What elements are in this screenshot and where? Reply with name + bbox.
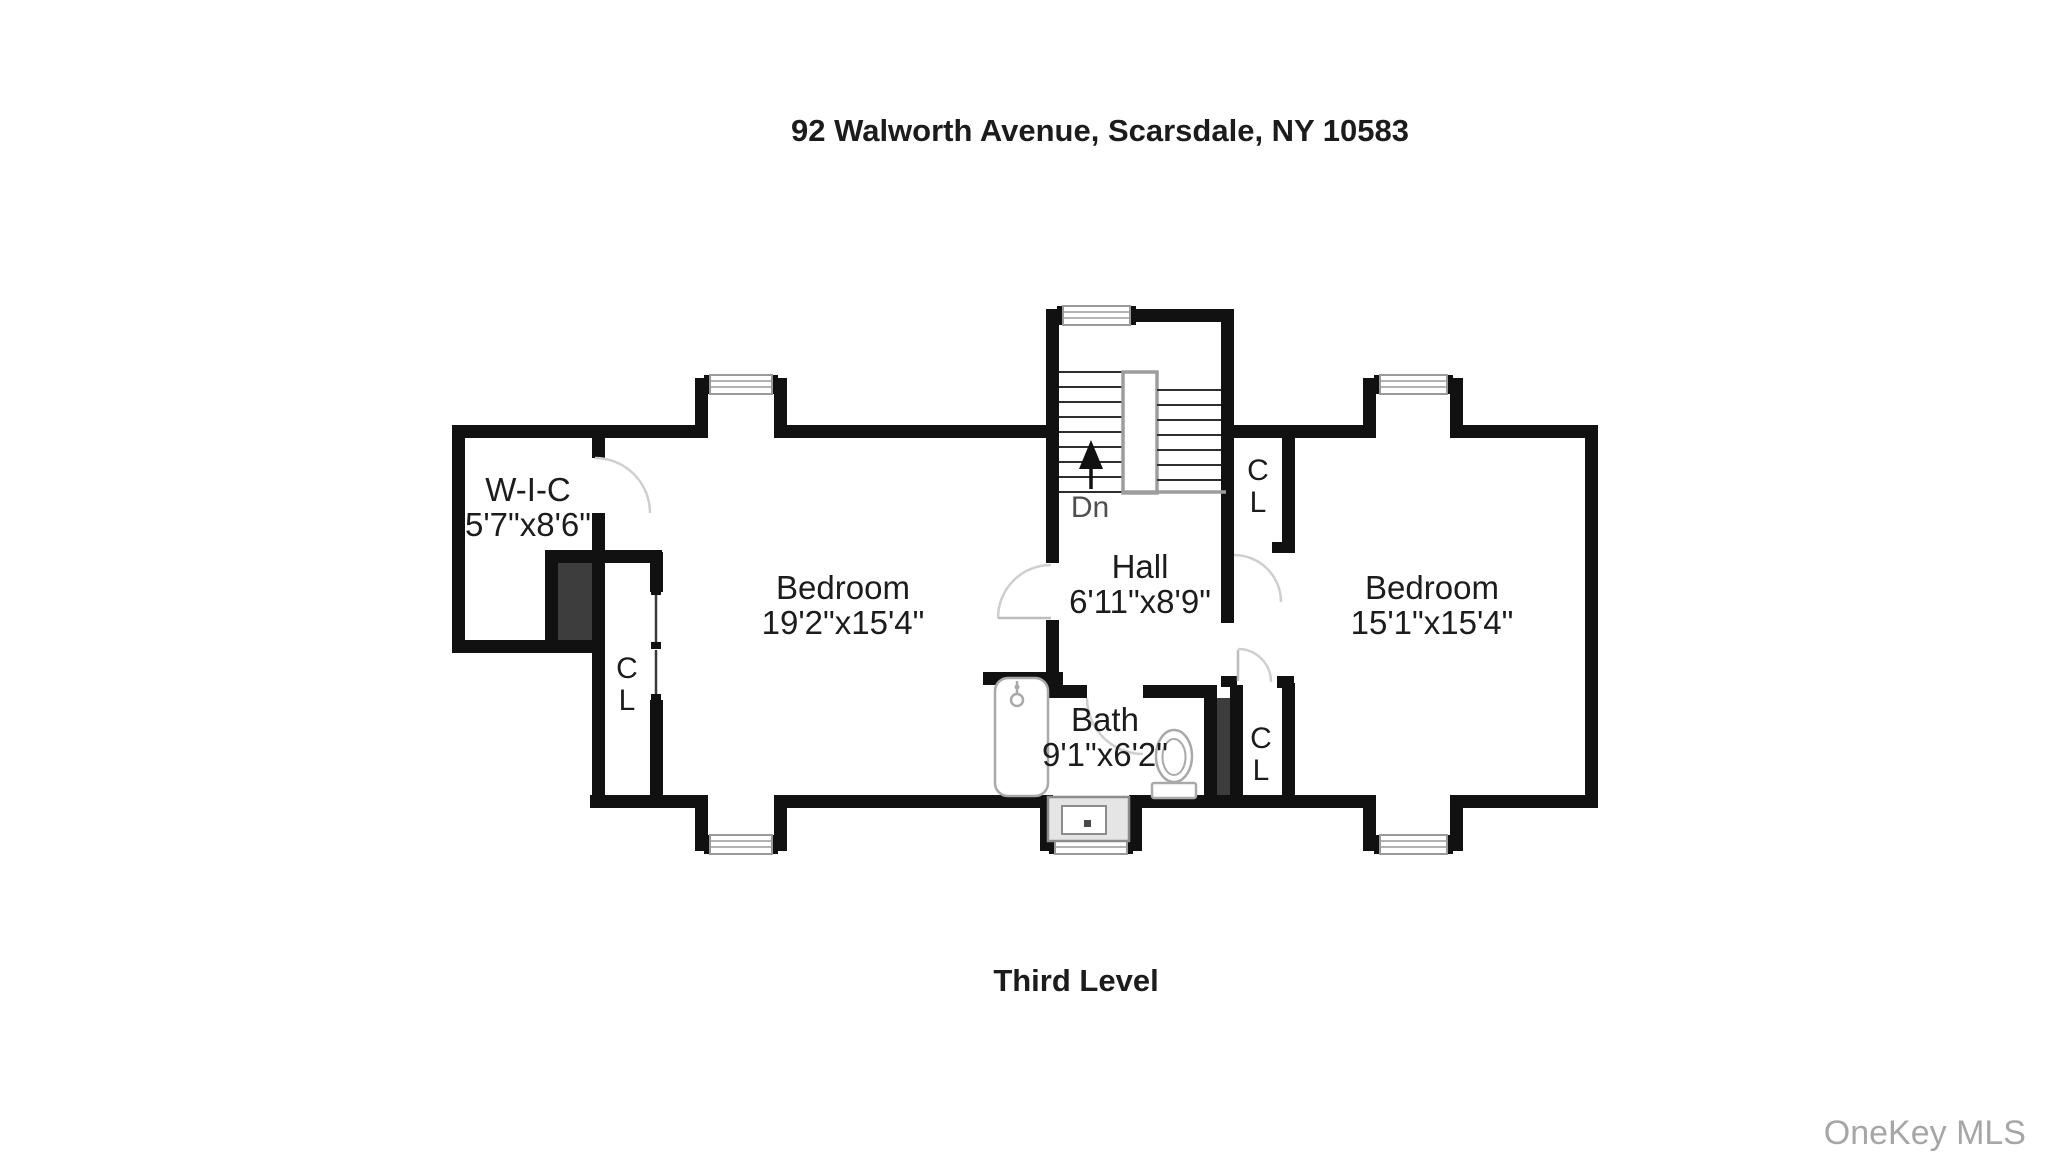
room-label-hall: Hall 6'11"x8'9" — [1069, 548, 1211, 620]
svg-text:L: L — [1250, 486, 1267, 519]
toilet — [1150, 728, 1198, 800]
closet-label-stairs: C L — [1247, 454, 1269, 519]
page-title: 92 Walworth Avenue, Scarsdale, NY 10583 — [791, 113, 1409, 148]
windows — [704, 305, 1453, 855]
chimney-bath — [1217, 698, 1230, 795]
room-name: Bedroom — [1365, 569, 1499, 606]
room-name: Bath — [1071, 701, 1139, 738]
chimney-left — [558, 563, 592, 640]
wall-stair-right — [1221, 309, 1234, 623]
svg-text:C: C — [1247, 454, 1269, 487]
vanity-sink — [1046, 795, 1131, 843]
svg-text:C: C — [616, 652, 638, 685]
wall-wic-bottom — [452, 640, 592, 653]
room-name: W-I-C — [485, 471, 571, 508]
svg-text:L: L — [619, 684, 636, 717]
wall-stair-left — [1046, 309, 1059, 563]
room-dims: 9'1"x6'2" — [1042, 736, 1168, 773]
room-dims: 6'11"x8'9" — [1069, 583, 1211, 620]
window-bedright-bottom — [1374, 834, 1453, 855]
door-arc-wic — [594, 456, 652, 514]
room-label-bedroom-left: Bedroom 19'2"x15'4" — [762, 569, 925, 641]
window-bedleft-top — [704, 374, 778, 395]
doors — [594, 456, 1283, 756]
door-arc-closet-bath — [1237, 647, 1273, 683]
watermark: OneKey MLS — [1824, 1114, 2026, 1152]
stair-railing — [1121, 370, 1159, 495]
room-name: Bedroom — [776, 569, 910, 606]
window-stairs — [1057, 305, 1136, 326]
level-label: Third Level — [993, 963, 1158, 998]
bathtub — [993, 676, 1050, 798]
wall-left — [452, 425, 465, 652]
window-bedleft-bottom — [704, 834, 778, 855]
svg-text:L: L — [1253, 754, 1270, 787]
stairs: Dn — [1059, 370, 1226, 524]
bifold-door-closet-left — [651, 588, 661, 701]
stair-direction-label: Dn — [1071, 491, 1109, 524]
door-arc-bath — [1085, 697, 1144, 756]
room-dims: 19'2"x15'4" — [762, 604, 925, 641]
room-dims: 5'7"x8'6" — [465, 506, 591, 543]
closet-label-left: C L — [616, 652, 638, 717]
door-arc-bedroom-left — [996, 563, 1052, 619]
room-label-bath: Bath 9'1"x6'2" — [1042, 701, 1168, 773]
wall-right — [1585, 425, 1598, 808]
closet-label-bath: C L — [1250, 722, 1272, 787]
room-label-wic: W-I-C 5'7"x8'6" — [465, 471, 591, 543]
svg-text:C: C — [1250, 722, 1272, 755]
stair-treads-right — [1157, 389, 1221, 481]
room-label-bedroom-right: Bedroom 15'1"x15'4" — [1351, 569, 1514, 641]
door-arc-closet-stairs — [1233, 553, 1283, 603]
room-dims: 15'1"x15'4" — [1351, 604, 1514, 641]
stair-treads-left — [1059, 371, 1123, 493]
window-bedright-top — [1374, 374, 1453, 395]
dn-arrow-icon — [1079, 440, 1103, 489]
room-name: Hall — [1112, 548, 1169, 585]
